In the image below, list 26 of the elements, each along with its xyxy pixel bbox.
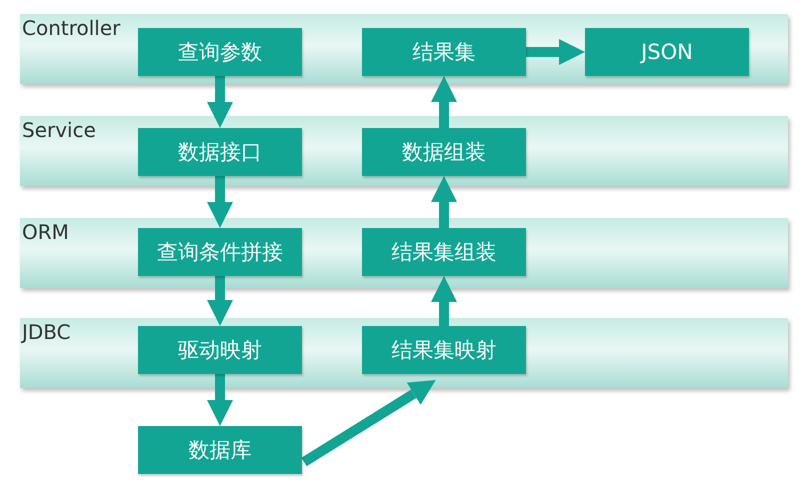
process-box: 查询条件拼接 (138, 228, 302, 276)
process-box: 数据接口 (138, 128, 302, 176)
block-arrow (431, 276, 457, 326)
block-arrow (431, 176, 457, 228)
process-box: 驱动映射 (138, 326, 302, 374)
process-box: 结果集映射 (362, 326, 526, 374)
process-box: 数据库 (138, 426, 302, 474)
layer-band (20, 218, 788, 288)
block-arrow (207, 176, 233, 228)
process-box: 结果集组装 (362, 228, 526, 276)
block-arrow (207, 276, 233, 326)
layer-label: JDBC (22, 320, 71, 344)
process-box: 查询参数 (138, 28, 302, 76)
block-arrow (301, 380, 436, 466)
layer-label: ORM (22, 220, 69, 244)
block-arrow (526, 39, 585, 65)
layer-band (20, 318, 788, 388)
layer-band (20, 116, 788, 186)
block-arrow (207, 76, 233, 128)
layer-label: Controller (22, 16, 120, 40)
layer-band (20, 14, 788, 84)
process-box: 结果集 (362, 28, 526, 76)
layer-label: Service (22, 118, 96, 142)
process-box: 数据组装 (362, 128, 526, 176)
process-box: JSON (585, 28, 749, 76)
block-arrow (207, 374, 233, 426)
